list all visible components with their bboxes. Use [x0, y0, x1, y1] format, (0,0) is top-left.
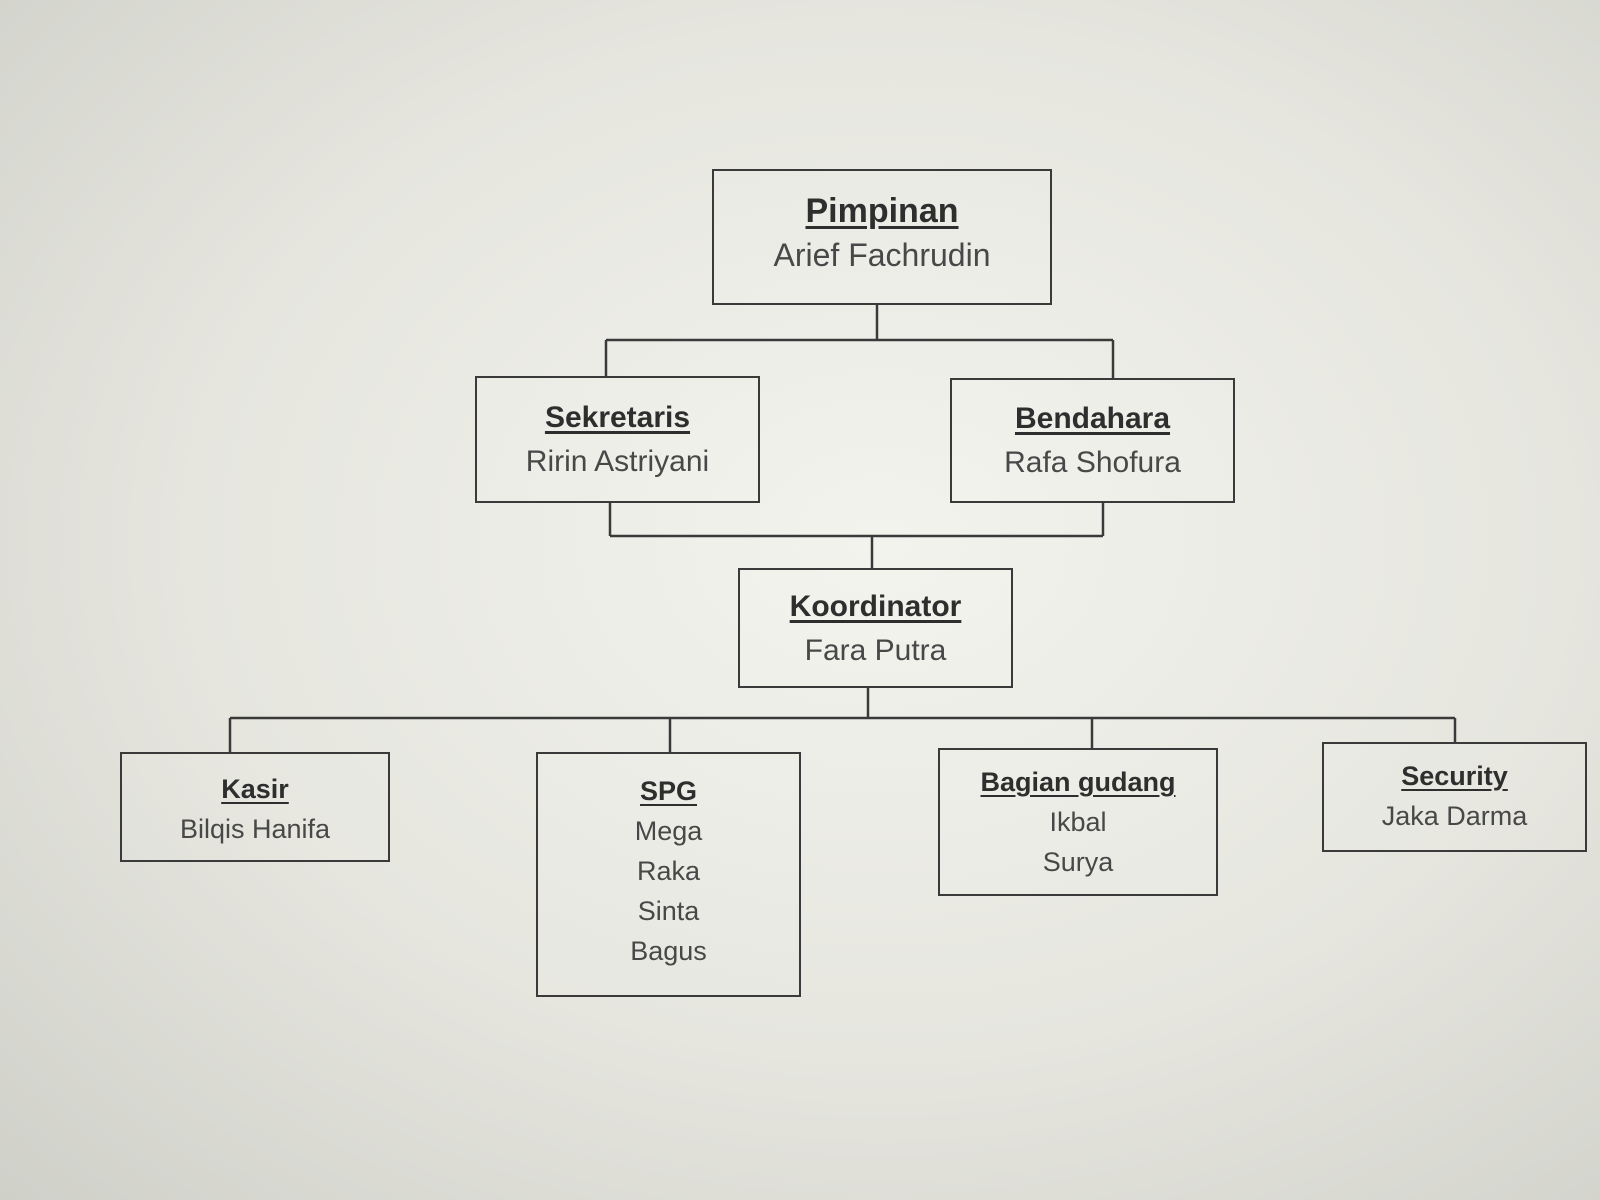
bendahara-box: Bendahara Rafa Shofura [950, 378, 1235, 503]
spg-member-name: Mega [634, 816, 703, 846]
gudang-member-name: Surya [1042, 847, 1114, 877]
koordinator-box: Koordinator Fara Putra [738, 568, 1013, 688]
security-title: Security [1401, 761, 1508, 791]
sekretaris-title: Sekretaris [544, 401, 691, 434]
bendahara-title: Bendahara [1014, 402, 1171, 435]
gudang-member-name: Ikbal [1049, 807, 1107, 837]
spg-title: SPG [639, 776, 698, 806]
security-name: Jaka Darma [1381, 801, 1528, 831]
sekretaris-box: Sekretaris Ririn Astriyani [475, 376, 760, 503]
kasir-title: Kasir [221, 774, 289, 804]
pimpinan-title: Pimpinan [805, 192, 959, 230]
spg-member-name: Bagus [630, 936, 707, 966]
bendahara-name: Rafa Shofura [1004, 446, 1181, 479]
security-box: Security Jaka Darma [1322, 742, 1587, 852]
kasir-box: Kasir Bilqis Hanifa [120, 752, 390, 862]
spg-member-name: Raka [636, 856, 701, 886]
pimpinan-name: Arief Fachrudin [773, 237, 991, 273]
spg-box: SPG Mega Raka Sinta Bagus [536, 752, 801, 997]
pimpinan-box: Pimpinan Arief Fachrudin [712, 169, 1052, 305]
bagian-gudang-box: Bagian gudang Ikbal Surya [938, 748, 1218, 896]
kasir-name: Bilqis Hanifa [179, 814, 331, 844]
koordinator-title: Koordinator [789, 590, 962, 623]
koordinator-name: Fara Putra [804, 634, 947, 667]
bagian-gudang-title: Bagian gudang [980, 767, 1176, 797]
spg-member-name: Sinta [637, 896, 700, 926]
sekretaris-name: Ririn Astriyani [525, 445, 710, 478]
